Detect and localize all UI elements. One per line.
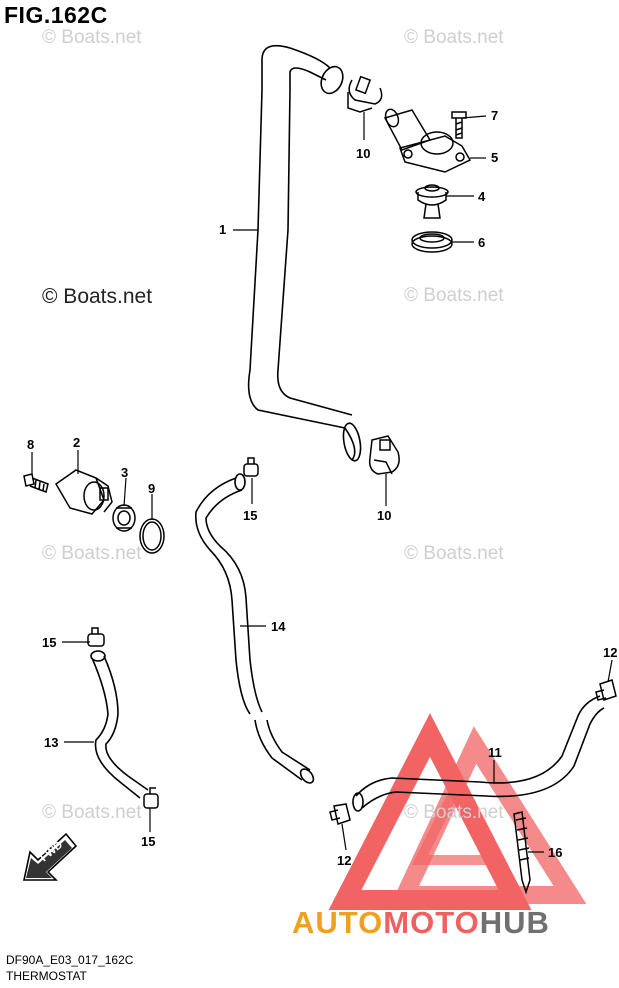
callout-13: 13	[44, 735, 59, 750]
callout-4: 4	[478, 189, 486, 204]
brand-part-moto: MOTO	[383, 905, 480, 940]
callout-10-lower: 10	[377, 508, 392, 523]
bolt-8	[23, 473, 49, 493]
figure-code: DF90A_E03_017_162C	[6, 953, 134, 967]
clamp-12-left	[329, 803, 351, 825]
gasket-6	[411, 231, 453, 253]
callout-3: 3	[121, 465, 129, 480]
watermark: © Boats.net	[404, 543, 504, 564]
callout-5: 5	[491, 150, 499, 165]
callout-2: 2	[73, 435, 81, 450]
brand-logo-text: AUTOMOTOHUB	[292, 905, 550, 941]
watermark: © Boats.net	[404, 27, 504, 48]
thermostat-4	[415, 184, 449, 219]
callout-12-right: 12	[603, 645, 618, 660]
callout-14: 14	[271, 619, 286, 634]
tie-16	[513, 811, 531, 895]
clamp-10-lower	[368, 435, 400, 475]
callout-12-left: 12	[337, 853, 352, 868]
o-ring-9	[139, 518, 165, 554]
fwd-arrow: FWD	[23, 832, 78, 881]
figure-title: FIG.162C	[4, 2, 108, 28]
brand-part-hub: HUB	[479, 905, 550, 940]
watermark: © Boats.net	[42, 802, 142, 823]
callout-6: 6	[478, 235, 486, 250]
watermark: © Boats.net	[404, 285, 504, 306]
hose-14	[194, 473, 315, 784]
watermark: © Boats.net	[42, 285, 153, 308]
figure-subtitle: THERMOSTAT	[6, 969, 87, 983]
hose-11	[352, 695, 605, 812]
bolt-7	[451, 111, 467, 139]
hose-1	[247, 44, 362, 462]
callout-8: 8	[27, 437, 35, 452]
thermostat-cover-5	[383, 108, 472, 173]
callout-15-upper: 15	[243, 508, 258, 523]
callout-9: 9	[148, 481, 156, 496]
clamp-15-upper	[243, 457, 259, 477]
clamp-15-lower	[143, 787, 159, 809]
callout-7: 7	[491, 108, 499, 123]
callout-16: 16	[548, 845, 563, 860]
callout-1: 1	[219, 222, 227, 237]
hose-13	[90, 650, 149, 799]
thermostat-3	[112, 504, 136, 532]
watermark: © Boats.net	[404, 802, 504, 823]
watermark: © Boats.net	[42, 27, 142, 48]
clamp-15-left	[87, 627, 105, 647]
callout-10-upper: 10	[356, 146, 371, 161]
clamp-10-upper	[347, 75, 383, 113]
leader-lines	[31, 112, 613, 853]
watermark: © Boats.net	[42, 543, 142, 564]
brand-part-auto: AUTO	[292, 905, 384, 940]
callout-11: 11	[488, 745, 502, 760]
callout-15-lower: 15	[141, 834, 156, 849]
callout-15-left: 15	[42, 635, 57, 650]
thermostat-case-2	[55, 469, 113, 515]
